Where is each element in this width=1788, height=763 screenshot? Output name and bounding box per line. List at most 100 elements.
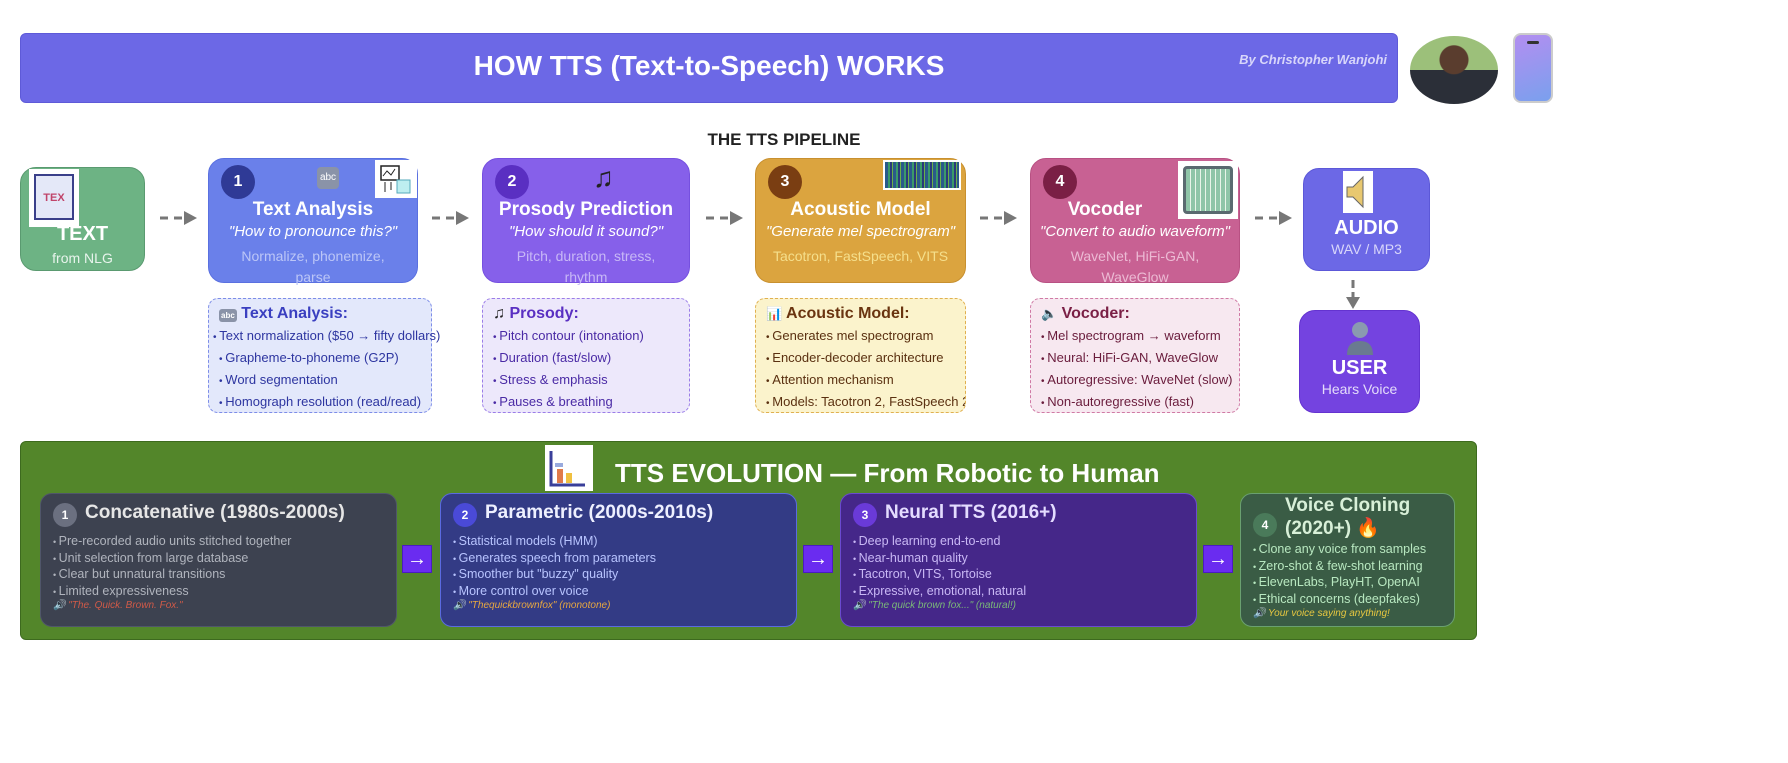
detail-item: Neural: HiFi-GAN, WaveGlow xyxy=(1041,348,1229,370)
detail-item: Generates mel spectrogram xyxy=(766,326,955,348)
step-number: 4 xyxy=(1253,513,1277,537)
detail-item: Text normalization ($50 → fifty dollars) xyxy=(213,326,440,348)
stage-acoustic-model: 3 Acoustic Model "Generate mel spectrogr… xyxy=(755,158,966,283)
header-banner: HOW TTS (Text-to-Speech) WORKS By Christ… xyxy=(20,33,1398,103)
detail-item: Word segmentation xyxy=(219,370,421,392)
step-number: 2 xyxy=(453,503,477,527)
card-item: Zero-shot & few-shot learning xyxy=(1253,559,1426,576)
text-document-icon: TEX xyxy=(29,169,79,227)
detail-item: Stress & emphasis xyxy=(493,370,679,392)
detail-title: Prosody: xyxy=(509,305,579,322)
card-title: Voice Cloning (2020+) 🔥 xyxy=(1285,495,1411,539)
detail-text-analysis: abc Text Analysis: Text normalization ($… xyxy=(208,298,440,414)
card-item: Near-human quality xyxy=(853,551,1026,568)
text-input-node: TEX TEXT from NLG xyxy=(20,167,145,271)
stage-vocoder: 4 Vocoder "Convert to audio waveform" Wa… xyxy=(1030,158,1240,285)
audio-output-node: AUDIO WAV / MP3 xyxy=(1303,168,1430,271)
spectrogram-icon xyxy=(883,160,961,190)
arrow-right-icon xyxy=(706,211,743,225)
card-item: Clear but unnatural transitions xyxy=(53,567,291,584)
stage-description: WaveNet, HiFi-GAN, WaveGlow xyxy=(1070,248,1200,285)
bar-chart-icon: 📊 xyxy=(766,306,783,321)
stage-title: Prosody Prediction xyxy=(498,199,674,220)
audio-title: AUDIO xyxy=(1334,217,1399,239)
evolution-title: TTS EVOLUTION — From Robotic to Human xyxy=(615,458,1160,488)
arrow-right-icon: → xyxy=(402,545,432,573)
waveform-icon xyxy=(1178,161,1238,219)
card-caption: 🔊 Your voice saying anything! xyxy=(1253,608,1390,619)
card-item: Expressive, emotional, natural xyxy=(853,584,1026,601)
detail-item: Pauses & breathing xyxy=(493,392,679,414)
pipeline-title: THE TTS PIPELINE xyxy=(707,130,861,149)
stage-description: Normalize, phonemize, parse xyxy=(241,248,385,285)
page-title: HOW TTS (Text-to-Speech) WORKS xyxy=(473,50,945,81)
detail-vocoder: 🔈 Vocoder: Mel spectrogram → waveformNeu… xyxy=(1030,298,1240,413)
detail-item: Autoregressive: WaveNet (slow) xyxy=(1041,370,1232,392)
stage-title: Vocoder xyxy=(1067,199,1143,220)
card-item: Ethical concerns (deepfakes) xyxy=(1253,592,1426,609)
card-item: Smoother but "buzzy" quality xyxy=(453,567,656,584)
bar-chart-icon xyxy=(545,445,593,491)
text-node-title: TEXT xyxy=(56,223,109,245)
detail-item: Mel spectrogram → waveform xyxy=(1041,326,1229,348)
step-number: 2 xyxy=(495,165,529,199)
card-title: Neural TTS (2016+) xyxy=(885,502,1057,523)
speaker-icon: 🔈 xyxy=(1041,306,1058,321)
music-note-icon: ♫ xyxy=(493,305,505,322)
arrow-right-icon: → xyxy=(803,545,833,573)
evolution-card-parametric: 2 Parametric (2000s-2010s) Statistical m… xyxy=(440,493,797,627)
detail-item: Grapheme-to-phoneme (G2P) xyxy=(219,348,421,370)
card-item: More control over voice xyxy=(453,584,656,601)
card-caption: 🔊 "Thequickbrownfox" (monotone) xyxy=(453,600,611,611)
stage-question: "Generate mel spectrogram" xyxy=(765,223,956,240)
arrow-right-icon xyxy=(1255,211,1292,225)
card-caption: 🔊 "The. Quick. Brown. Fox." xyxy=(53,600,183,611)
card-item: Deep learning end-to-end xyxy=(853,534,1026,551)
step-number: 3 xyxy=(853,503,877,527)
detail-prosody: ♫ Prosody: Pitch contour (intonation)Dur… xyxy=(482,298,690,413)
music-note-icon: ♫ xyxy=(593,162,614,193)
phone-icon xyxy=(1513,33,1553,103)
abc-icon: abc xyxy=(317,167,339,189)
arrow-right-icon xyxy=(432,211,469,225)
stage-description: Pitch, duration, stress, rhythm xyxy=(516,248,656,285)
stage-question: "How should it sound?" xyxy=(508,223,664,240)
author-byline: By Christopher Wanjohi xyxy=(1239,52,1387,67)
audio-subtitle: WAV / MP3 xyxy=(1331,241,1402,257)
detail-acoustic-model: 📊 Acoustic Model: Generates mel spectrog… xyxy=(755,298,966,413)
evolution-card-neural: 3 Neural TTS (2016+) Deep learning end-t… xyxy=(840,493,1197,627)
step-number: 3 xyxy=(768,165,802,199)
detail-item: Models: Tacotron 2, FastSpeech 2 xyxy=(766,392,965,412)
detail-title: Acoustic Model: xyxy=(786,305,910,322)
detail-title: Text Analysis: xyxy=(241,305,348,322)
card-caption: 🔊 "The quick brown fox..." (natural!) xyxy=(853,600,1016,611)
author-avatar xyxy=(1410,36,1498,104)
stage-title: Acoustic Model xyxy=(790,199,931,220)
stage-text-analysis: 1 abc Text Analysis "How to pronounce th… xyxy=(208,158,418,285)
user-node: USER Hears Voice xyxy=(1299,310,1420,413)
card-item: ElevenLabs, PlayHT, OpenAI xyxy=(1253,575,1426,592)
stage-question: "How to pronounce this?" xyxy=(228,223,398,240)
arrow-right-icon: → xyxy=(1203,545,1233,573)
text-icon-label: TEX xyxy=(34,174,74,220)
detail-item: Duration (fast/slow) xyxy=(493,348,679,370)
arrow-right-icon xyxy=(980,211,1017,225)
card-item: Generates speech from parameters xyxy=(453,551,656,568)
detail-item: Encoder-decoder architecture xyxy=(766,348,955,370)
step-number: 1 xyxy=(221,165,255,199)
stage-description: Tacotron, FastSpeech, VITS xyxy=(772,248,949,264)
arrow-down-icon xyxy=(1346,280,1360,309)
detail-item: Homograph resolution (read/read) xyxy=(219,392,421,414)
card-title: Concatenative (1980s-2000s) xyxy=(85,502,345,523)
stage-title: Text Analysis xyxy=(252,199,374,220)
user-title: USER xyxy=(1331,357,1388,379)
evolution-card-voice-cloning: 4 Voice Cloning (2020+) 🔥 Clone any voic… xyxy=(1240,493,1455,627)
detail-item: Pitch contour (intonation) xyxy=(493,326,679,348)
step-number: 1 xyxy=(53,503,77,527)
card-item: Limited expressiveness xyxy=(53,584,291,601)
speaker-icon xyxy=(1343,171,1373,213)
user-silhouette-icon xyxy=(1345,321,1375,355)
detail-item: Attention mechanism xyxy=(766,370,955,392)
detail-item: Non-autoregressive (fast) xyxy=(1041,392,1229,414)
arrow-right-icon xyxy=(160,211,197,225)
